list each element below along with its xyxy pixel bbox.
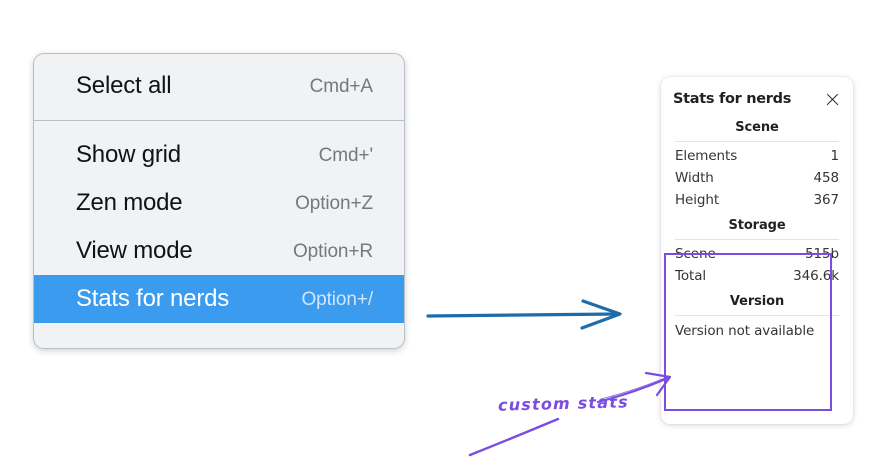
stat-label: Elements <box>675 148 738 164</box>
menu-item-shortcut: Option+/ <box>301 288 373 310</box>
custom-stats-sections: Storage Scene 515b Total 346.6k Version … <box>673 211 841 342</box>
menu-item-shortcut: Cmd+A <box>309 75 373 97</box>
menu-item-label: View mode <box>76 237 193 264</box>
section-storage: Storage Scene 515b Total 346.6k <box>673 211 841 287</box>
menu-group-2: Show grid Cmd+' Zen mode Option+Z View m… <box>34 121 404 323</box>
menu-item-stats-for-nerds[interactable]: Stats for nerds Option+/ <box>34 275 404 323</box>
stat-label: Total <box>675 268 707 284</box>
stat-value: 458 <box>813 170 840 186</box>
section-scene: Scene Elements 1 Width 458 Height 367 <box>673 113 841 211</box>
section-rule <box>675 141 839 142</box>
menu-item-label: Show grid <box>76 141 181 168</box>
stat-row: Width 458 <box>673 167 841 189</box>
section-rule <box>675 315 839 316</box>
stat-label: Scene <box>675 246 716 262</box>
context-menu[interactable]: Select all Cmd+A Show grid Cmd+' Zen mod… <box>33 53 405 349</box>
stat-label: Width <box>675 170 714 186</box>
menu-item-show-grid[interactable]: Show grid Cmd+' <box>34 131 404 179</box>
panel-header: Stats for nerds <box>673 77 841 113</box>
stat-row: Elements 1 <box>673 145 841 167</box>
blue-arrow-icon <box>426 299 622 330</box>
panel-title: Stats for nerds <box>673 91 792 107</box>
section-heading: Storage <box>728 218 786 233</box>
section-heading: Version <box>729 294 785 309</box>
menu-item-label: Stats for nerds <box>76 285 230 312</box>
menu-item-view-mode[interactable]: View mode Option+R <box>34 227 404 275</box>
section-heading: Scene <box>735 120 779 135</box>
menu-divider <box>34 120 404 121</box>
version-note: Version not available <box>675 323 815 339</box>
menu-group-1: Select all Cmd+A <box>34 54 404 120</box>
stat-row: Total 346.6k <box>673 265 841 287</box>
menu-item-label: Zen mode <box>76 189 183 216</box>
section-rule <box>675 239 839 240</box>
menu-item-zen-mode[interactable]: Zen mode Option+Z <box>34 179 404 227</box>
stat-row: Height 367 <box>673 189 841 211</box>
stats-for-nerds-panel: Stats for nerds Scene Elements 1 Width 4… <box>661 77 853 424</box>
stat-label: Height <box>675 192 720 208</box>
menu-item-label: Select all <box>76 72 172 99</box>
menu-item-select-all[interactable]: Select all Cmd+A <box>34 62 404 110</box>
stat-row: Scene 515b <box>673 243 841 265</box>
stat-value: 346.6k <box>793 268 839 284</box>
stat-value: 1 <box>830 148 840 164</box>
menu-item-shortcut: Option+Z <box>295 192 373 214</box>
menu-item-shortcut: Cmd+' <box>318 144 373 166</box>
custom-stats-annotation-label: custom stats <box>497 392 630 415</box>
close-icon[interactable] <box>824 91 841 108</box>
section-version: Version Version not available <box>673 287 841 342</box>
purple-underline-stroke-icon <box>468 417 560 457</box>
stat-value: 367 <box>813 192 840 208</box>
menu-item-shortcut: Option+R <box>293 240 373 262</box>
stat-value: 515b <box>805 246 839 262</box>
